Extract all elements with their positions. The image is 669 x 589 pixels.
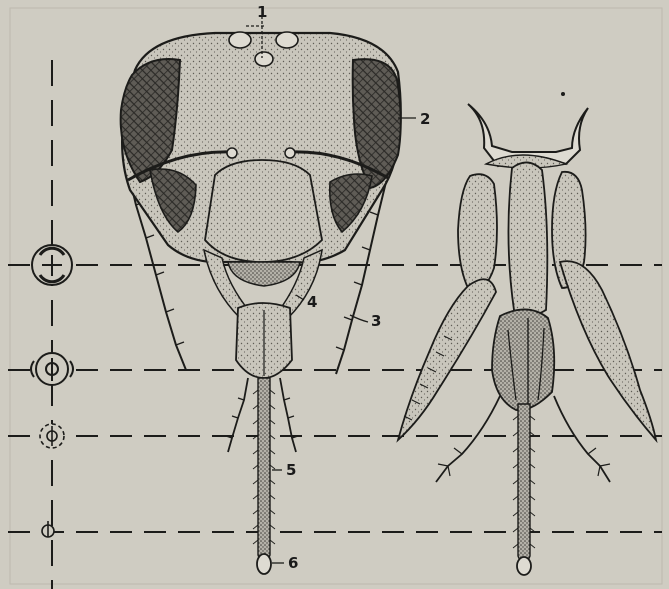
- left-maxilla-stipes: [458, 174, 497, 292]
- right-glossa: [518, 404, 530, 564]
- axis-symbol-1: [32, 245, 72, 285]
- prementum: [508, 162, 547, 315]
- label-4: 4: [307, 293, 317, 311]
- right-labellum: [517, 557, 531, 575]
- paraglossa-region: [492, 309, 554, 410]
- label-1: 1: [257, 3, 267, 21]
- label-2: 2: [420, 110, 430, 128]
- glossa: [258, 378, 270, 564]
- clypeus: [205, 160, 322, 262]
- label-3: 3: [371, 312, 381, 330]
- label-5: 5: [286, 461, 296, 479]
- label-6: 6: [288, 554, 298, 572]
- labellum: [257, 554, 271, 574]
- axis-symbol-3: [40, 424, 64, 448]
- ink-dot: [561, 92, 565, 96]
